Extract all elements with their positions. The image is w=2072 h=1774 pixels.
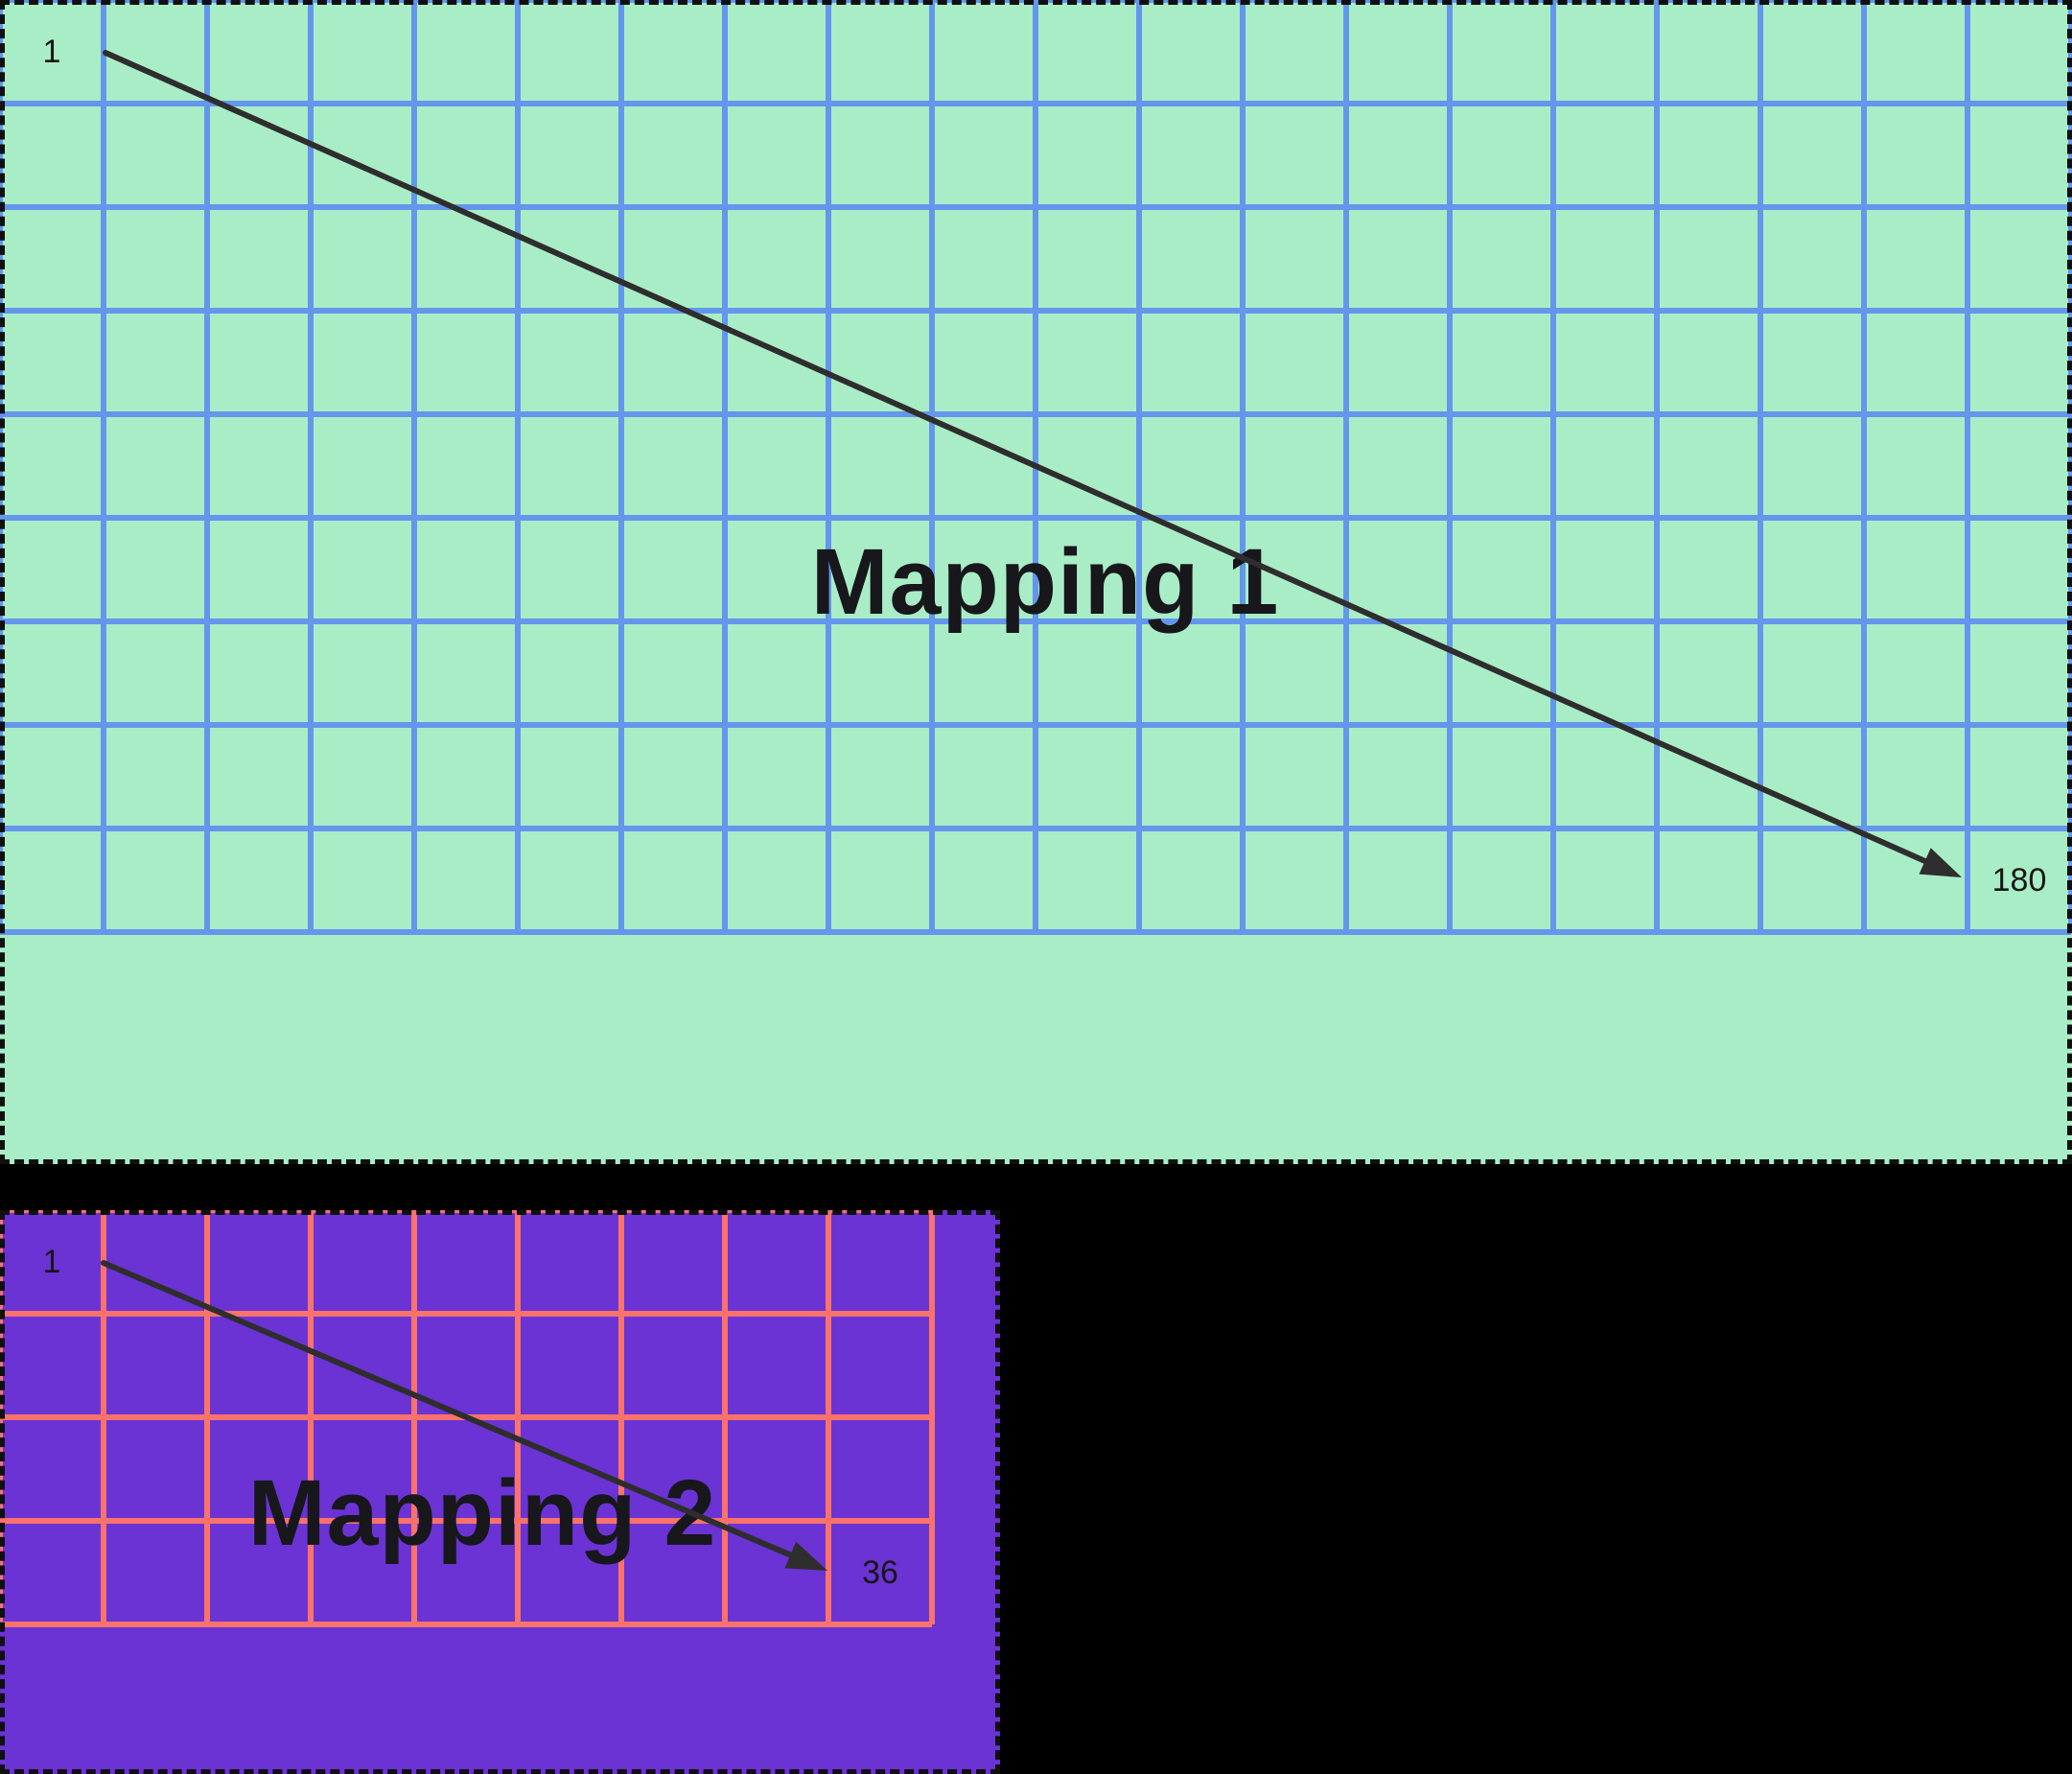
mapping2-dashed-border: [0, 1210, 1000, 1774]
mapping2-end-cell-label: 36: [862, 1553, 898, 1591]
mapping1-end-cell-label: 180: [1991, 861, 2047, 899]
mapping1-start-cell-label: 1: [42, 33, 61, 70]
mapping1-arrow[interactable]: [0, 0, 2072, 1164]
mapping2-grid: [0, 1210, 935, 1627]
mapping1-title: Mapping 1: [810, 529, 1280, 634]
mapping1-dashed-border: [0, 0, 2072, 1164]
mapping1-panel[interactable]: 1 180 Mapping 1: [0, 0, 2072, 1164]
mapping2-panel[interactable]: 1 36 Mapping 2: [0, 1210, 1000, 1774]
mapping2-start-cell-label: 1: [42, 1243, 61, 1280]
mapping1-grid: [0, 0, 2072, 935]
mapping2-arrow[interactable]: [0, 1210, 1000, 1774]
mapping2-title: Mapping 2: [247, 1460, 717, 1565]
